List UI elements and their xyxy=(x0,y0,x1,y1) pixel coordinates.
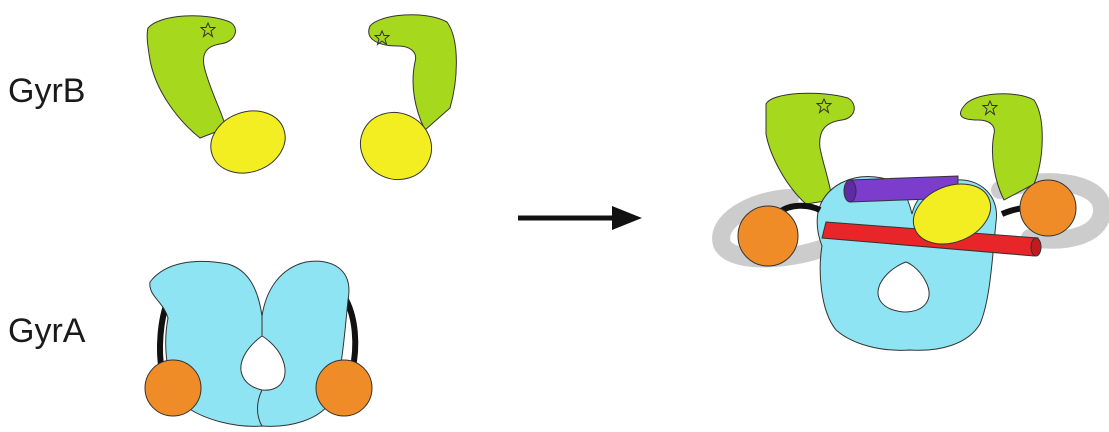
gyrase-complex xyxy=(721,93,1102,350)
gyra-ctd-left xyxy=(145,360,201,416)
dna-g-segment-end xyxy=(1031,238,1041,256)
dna-t-segment-end xyxy=(844,180,856,202)
gyrb-monomer-right xyxy=(349,15,456,191)
linker-left xyxy=(780,206,820,212)
gyrb-atpase-domain xyxy=(147,16,235,138)
gyra-ctd-right xyxy=(316,360,372,416)
gyra-ctd-right xyxy=(1020,180,1076,236)
gyra-ctd-left xyxy=(738,206,798,266)
gyrb-monomer-left xyxy=(147,16,294,183)
arrow-right-icon xyxy=(518,206,642,230)
gyra-dimer xyxy=(145,261,372,426)
